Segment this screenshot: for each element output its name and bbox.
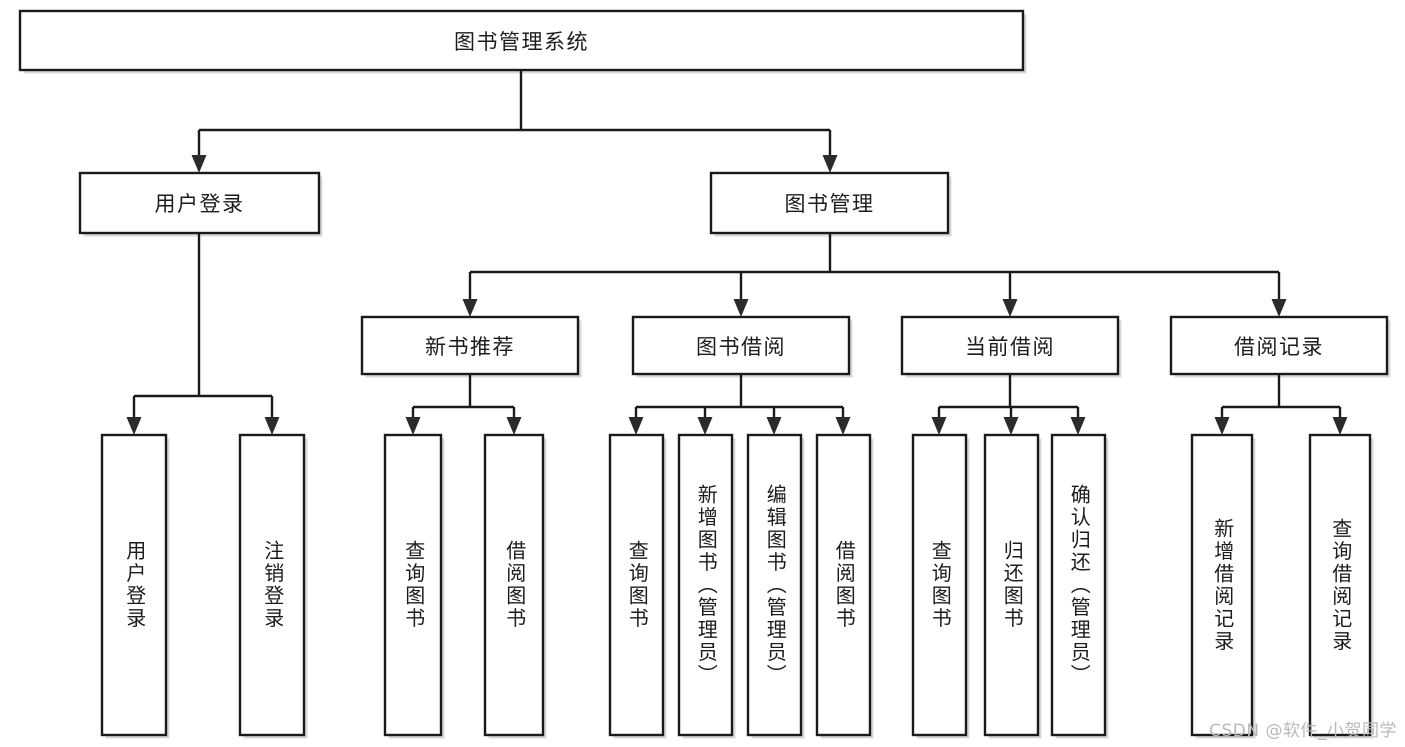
root-child-0-arrow-head xyxy=(191,155,207,173)
user-login-child-1-arrow-head xyxy=(264,417,280,435)
user-login-child-0-arrow-head xyxy=(126,417,142,435)
borrow-record-child-0-arrow-head xyxy=(1214,417,1230,435)
node-box-layer xyxy=(18,9,1389,737)
book-borrow-child-1-arrow-head xyxy=(697,417,713,435)
borrow-record-child-1-arrow-head xyxy=(1332,417,1348,435)
node-box-leaf-logout[interactable] xyxy=(238,433,306,737)
book-borrow-child-3-arrow-head xyxy=(835,417,851,435)
node-box-leaf-borrow-book-2[interactable] xyxy=(815,433,872,737)
node-box-borrow-record[interactable] xyxy=(1169,315,1389,376)
node-box-user-login[interactable] xyxy=(78,171,321,235)
book-borrow-child-2-arrow-head xyxy=(766,417,782,435)
node-box-leaf-return-book[interactable] xyxy=(983,433,1040,737)
node-box-new-book-rec[interactable] xyxy=(360,315,580,376)
node-box-leaf-query-book-2[interactable] xyxy=(608,433,665,737)
new-book-rec-child-1-arrow-head xyxy=(506,417,522,435)
root-child-1-arrow-head xyxy=(822,155,838,173)
book-manage-child-2-arrow-head xyxy=(1002,299,1018,317)
node-box-root[interactable] xyxy=(18,9,1025,72)
node-box-leaf-user-login[interactable] xyxy=(100,433,168,737)
book-manage-child-3-arrow-head xyxy=(1271,299,1287,317)
current-borrow-child-1-arrow-head xyxy=(1003,417,1019,435)
book-manage-child-1-arrow-head xyxy=(733,299,749,317)
book-borrow-child-0-arrow-head xyxy=(628,417,644,435)
new-book-rec-child-0-arrow-head xyxy=(405,417,421,435)
node-box-leaf-edit-book[interactable] xyxy=(746,433,803,737)
connector-layer xyxy=(132,70,1342,419)
current-borrow-child-2-arrow-head xyxy=(1070,417,1086,435)
node-box-leaf-add-record[interactable] xyxy=(1190,433,1254,737)
arrow-head-layer xyxy=(126,155,1348,435)
book-manage-child-0-arrow-head xyxy=(462,299,478,317)
node-box-book-borrow[interactable] xyxy=(631,315,851,376)
node-box-book-manage[interactable] xyxy=(709,171,950,235)
node-box-leaf-confirm-return[interactable] xyxy=(1050,433,1107,737)
node-box-leaf-add-book[interactable] xyxy=(677,433,734,737)
current-borrow-child-0-arrow-head xyxy=(931,417,947,435)
node-box-leaf-borrow-book-1[interactable] xyxy=(483,433,545,737)
node-box-leaf-query-book-1[interactable] xyxy=(383,433,443,737)
node-box-leaf-query-book-3[interactable] xyxy=(911,433,968,737)
node-box-leaf-query-record[interactable] xyxy=(1308,433,1372,737)
node-box-current-borrow[interactable] xyxy=(900,315,1120,376)
